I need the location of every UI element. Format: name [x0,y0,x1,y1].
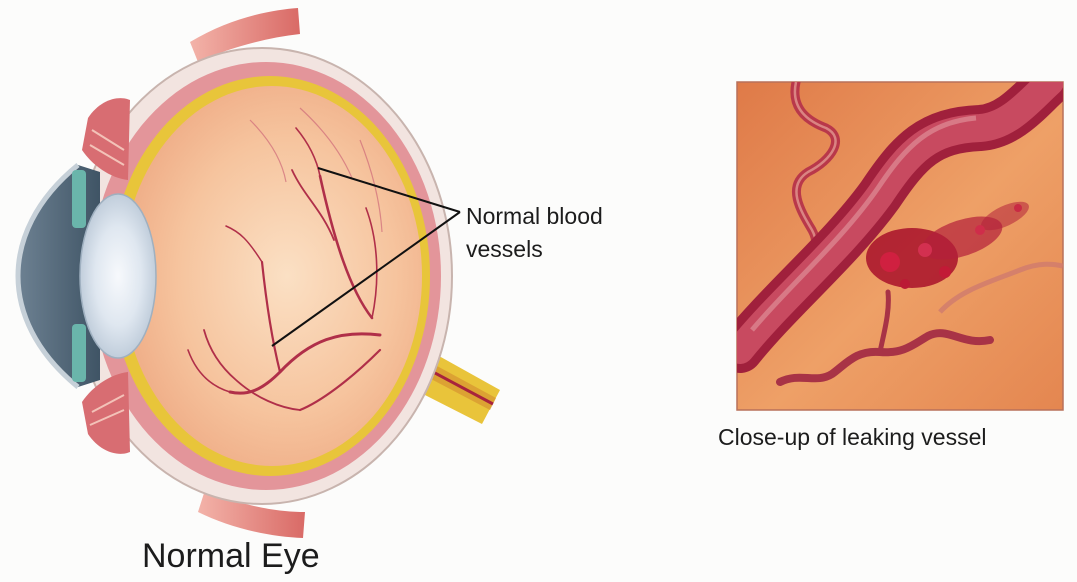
iris-bottom [72,324,86,382]
vessels-label-line1: Normal blood [466,200,603,233]
iris-top [72,170,86,228]
eye-title: Normal Eye [142,537,320,576]
closeup-panel [737,82,1063,410]
closeup-caption: Close-up of leaking vessel [718,424,986,451]
lens [80,194,156,358]
normal-blood-vessels-label: Normal blood vessels [466,200,603,266]
ciliary-body-bottom [82,372,130,454]
vessels-label-line2: vessels [466,233,603,266]
